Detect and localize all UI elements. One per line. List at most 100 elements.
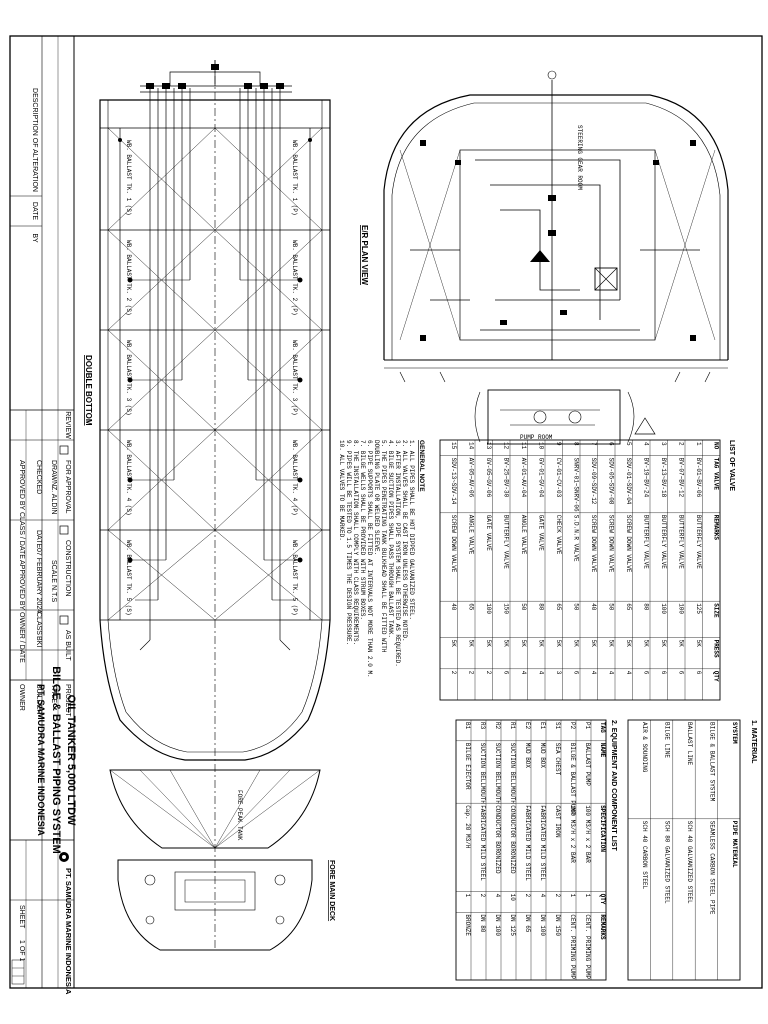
equip-cell-4-0: E1 bbox=[539, 722, 546, 730]
valve-cell-1-2: BUTTERFLY VALVE bbox=[695, 515, 702, 569]
equip-cell-7-2: CONDUCTOR BORONIZED bbox=[494, 805, 501, 874]
equip-cell-7-4: DN 100 bbox=[494, 914, 501, 936]
tank-label-1p: WB. BALLAST TK. 1 (P) bbox=[291, 140, 298, 216]
material-cell-4-0: AIR & SOUNDING bbox=[641, 722, 648, 773]
equip-cell-4-2: FABRICATED MILD STEEL bbox=[539, 805, 546, 881]
valve-cell-1-0: 1 bbox=[695, 442, 702, 446]
valve-cell-2-3: 100 bbox=[677, 603, 684, 614]
valve-cell-6-1: SDV-05~SDV-08 bbox=[607, 458, 614, 505]
material-header-0-0: SYSTEM bbox=[731, 722, 738, 744]
pump-room bbox=[487, 389, 621, 445]
valve-cell-10-0: 10 bbox=[537, 442, 544, 450]
valve-header-0-2: REMARKS bbox=[712, 515, 719, 541]
forecastle-outline bbox=[117, 859, 313, 951]
er-plan-label: E/R PLAN VIEW bbox=[360, 225, 369, 285]
class-label: CLASS bbox=[35, 612, 42, 635]
date-label: DATE bbox=[35, 530, 42, 548]
material-cell-4-1: SCH 40 CARBON STEEL bbox=[641, 821, 648, 890]
valve-cell-9-4: 5K bbox=[555, 640, 562, 648]
valve-cell-2-2: BUTTERFLY VALVE bbox=[677, 515, 684, 569]
owner-label: OWNER bbox=[18, 684, 25, 711]
equip-cell-8-3: 2 bbox=[479, 894, 486, 898]
valve-header-0-0: NO bbox=[712, 442, 719, 450]
valve-cell-13-0: 13 bbox=[485, 442, 492, 450]
valve-cell-11-1: AV-01~AV-04 bbox=[520, 458, 527, 498]
equip-cell-3-3: 2 bbox=[554, 894, 561, 898]
valve-list-title: LIST OF VALVE bbox=[728, 440, 735, 491]
valve-cell-4-4: 5K bbox=[642, 640, 649, 648]
valve-cell-13-3: 100 bbox=[485, 603, 492, 614]
valve-cell-6-3: 50 bbox=[607, 603, 614, 611]
er-plan-view: E/R PLAN VIEW STEERING GEAR ROOM PUMP RO… bbox=[360, 70, 729, 445]
general-note-title: GENERAL NOTE bbox=[418, 440, 425, 492]
material-cell-1-0: BILGE & BALLAST SYSTEM bbox=[708, 722, 715, 802]
valve-cell-7-0: 7 bbox=[590, 442, 597, 446]
equip-cell-6-1: SUCTION BELLMOUTH bbox=[509, 743, 516, 805]
title-label: TITLE bbox=[50, 684, 57, 703]
material-cell-2-0: BALLAST LINE bbox=[686, 722, 693, 766]
approval-option-1: FOR APPROVAL bbox=[64, 460, 71, 514]
equip-cell-9-2: Cap. 20 M3/H bbox=[464, 805, 471, 849]
general-note-line-2: 2. ALL VALVES SHALL BE CAST IRON UNLESS … bbox=[401, 440, 408, 642]
tank-label-3p: WB. BALLAST TK. 3 (P) bbox=[291, 340, 298, 416]
equip-header-0-3: QTY bbox=[599, 894, 606, 905]
equip-cell-6-0: R1 bbox=[509, 722, 516, 730]
tank-label-2s: WB. BALLAST TK. 2 (S) bbox=[125, 240, 132, 316]
valve-cell-3-4: 5K bbox=[660, 640, 667, 648]
valve-cell-4-5: 6 bbox=[642, 671, 649, 675]
valve-cell-3-3: 100 bbox=[660, 603, 667, 614]
material-header-0-1: PIPE MATERIAL bbox=[731, 821, 738, 868]
equip-cell-2-4: CENT. PRIMING PUMP bbox=[569, 914, 576, 979]
valve-cell-5-5: 4 bbox=[625, 671, 632, 675]
hull-outline bbox=[99, 99, 331, 761]
date-value: 07 FEBRUARY 2024 bbox=[35, 548, 42, 613]
valve-cell-8-1: SNRV-01~SNRV-06 bbox=[572, 458, 579, 512]
class-value: BKI bbox=[35, 636, 42, 647]
fore-peak-label: FORE PEAK TANK bbox=[236, 790, 243, 841]
valve-cell-14-5: 2 bbox=[467, 671, 474, 675]
valve-cell-13-5: 2 bbox=[485, 671, 492, 675]
rev-date-label: DATE bbox=[31, 202, 38, 220]
checkbox-as-built[interactable] bbox=[59, 615, 69, 625]
valve-cell-2-4: 5K bbox=[677, 640, 684, 648]
double-bottom-plan: WB. BALLAST TK. 1 (P) WB. BALLAST TK. 1 … bbox=[84, 60, 335, 951]
valve-cell-3-5: 6 bbox=[660, 671, 667, 675]
valve-cell-13-4: 5K bbox=[485, 640, 492, 648]
equip-cell-6-3: 10 bbox=[509, 894, 516, 902]
equip-cell-9-0: B1 bbox=[464, 722, 471, 730]
valve-cell-2-5: 6 bbox=[677, 671, 684, 675]
valve-cell-11-2: ANGLE VALVE bbox=[520, 515, 527, 555]
builder-name: PT. SAMUDRA MARINE INDONESIA bbox=[36, 684, 46, 836]
equip-cell-6-2: CONDUCTOR BORONIZED bbox=[509, 805, 516, 874]
review-label: REVIEW bbox=[64, 411, 71, 439]
equip-cell-1-3: 1 bbox=[584, 894, 591, 898]
approved-label: APPROVED BY CLASS / DATE bbox=[18, 460, 25, 559]
equip-cell-8-4: DN 80 bbox=[479, 914, 486, 932]
valve-cell-12-3: 150 bbox=[502, 603, 509, 614]
valve-cell-5-4: 5K bbox=[625, 640, 632, 648]
drawn-label: DRAWN bbox=[50, 460, 57, 486]
equip-cell-9-4: BRONZE bbox=[464, 914, 471, 936]
valve-cell-6-2: SCREW DOWN VALVE bbox=[607, 515, 614, 573]
equip-cell-1-4: CENT. PRIMING PUMP bbox=[584, 914, 591, 979]
title-block: DESCRIPTION OF ALTERATION DATE BY REVIEW… bbox=[10, 36, 77, 995]
equip-cell-8-2: FABRICATED MILD STEEL bbox=[479, 805, 486, 881]
equip-cell-8-0: R3 bbox=[479, 722, 486, 730]
double-bottom-label: DOUBLE BOTTOM bbox=[84, 355, 93, 426]
valve-cell-12-1: BV-25~BV-30 bbox=[502, 458, 509, 498]
equip-cell-7-0: R2 bbox=[494, 722, 501, 730]
valve-cell-12-4: 5K bbox=[502, 640, 509, 648]
valve-cell-4-1: BV-19~BV-24 bbox=[642, 458, 649, 498]
general-note-line-10: 9. PIPES WILL BE TESTED TO 1.5 TIMES THE… bbox=[345, 440, 352, 645]
checkbox-construction[interactable] bbox=[59, 525, 69, 535]
valve-cell-11-3: 50 bbox=[520, 603, 527, 611]
bilge-pump bbox=[530, 250, 550, 262]
scale-label: SCALE bbox=[50, 560, 57, 583]
tank-label-5s: WB. BALLAST TK. 5 (S) bbox=[125, 540, 132, 616]
valve-cell-14-1: AV-05~AV-06 bbox=[467, 458, 474, 498]
equip-cell-5-1: MUD BOX bbox=[524, 743, 531, 769]
checkbox-approval[interactable] bbox=[59, 445, 69, 455]
valve-cell-15-3: 40 bbox=[450, 603, 457, 611]
approved-owner-label: APPROVED BY OWNER / DATE bbox=[18, 560, 25, 663]
equip-cell-3-2: CAST IRON bbox=[554, 805, 561, 838]
